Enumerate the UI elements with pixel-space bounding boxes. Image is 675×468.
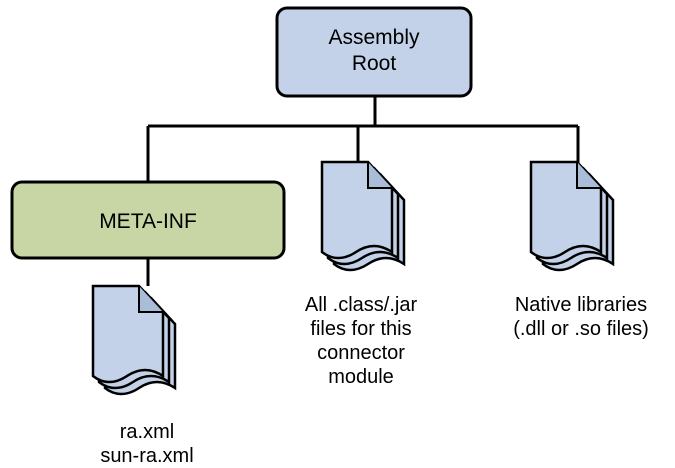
- document-stack-icon: [91, 284, 177, 396]
- meta-inf-box: [10, 180, 286, 260]
- descriptors-node: ra.xml sun-ra.xml: [91, 284, 194, 467]
- tree-connectors: [146, 96, 580, 286]
- document-stack-icon: [529, 160, 615, 272]
- assembly-root-label-line2: Root: [352, 52, 397, 75]
- class-files-label-line2: files for this: [310, 318, 411, 340]
- native-libs-node: Native libraries (.dll or .so files): [513, 160, 649, 340]
- native-libs-label-line2: (.dll or .so files): [513, 318, 649, 340]
- class-files-label-line3: connector: [317, 342, 405, 364]
- descriptors-label-line1: ra.xml: [120, 421, 174, 443]
- class-files-label-line4: module: [328, 366, 394, 388]
- class-files-label-line1: All .class/.jar: [305, 294, 418, 316]
- meta-inf-label: META-INF: [99, 210, 197, 233]
- descriptors-label-line2: sun-ra.xml: [100, 445, 193, 467]
- class-files-node: All .class/.jar files for this connector…: [305, 160, 418, 388]
- meta-inf-node: META-INF: [10, 180, 286, 260]
- native-libs-label-line1: Native libraries: [515, 294, 647, 316]
- assembly-root-label-line1: Assembly: [328, 26, 420, 49]
- document-stack-icon: [320, 160, 406, 272]
- assembly-root-node: Assembly Root: [275, 6, 473, 98]
- assembly-root-box: [275, 6, 473, 98]
